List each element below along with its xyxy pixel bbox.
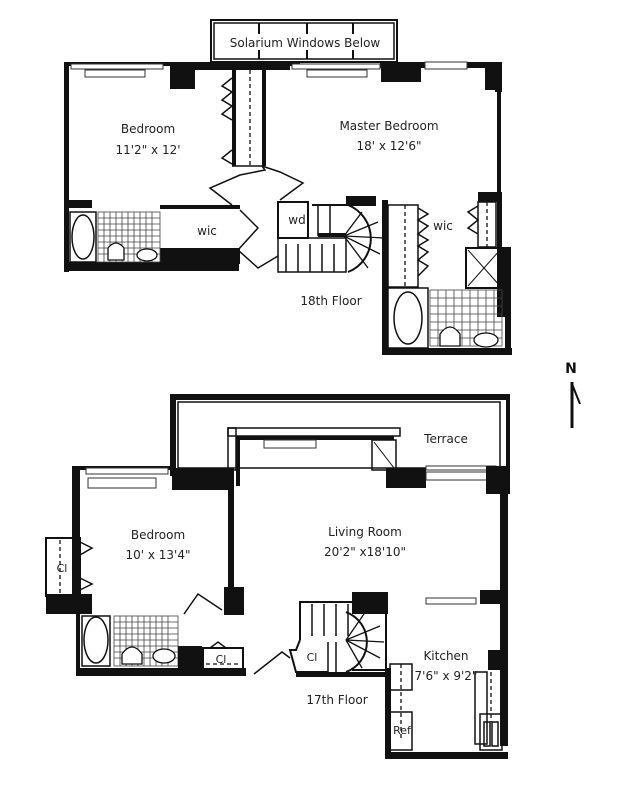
- wd-label: wd: [288, 213, 305, 227]
- stair-17: Cl: [288, 592, 388, 677]
- closet-stair-label: Cl: [307, 651, 318, 664]
- wic-left-label: wic: [197, 224, 217, 238]
- master-bedroom-size: 18' x 12'6": [356, 139, 421, 153]
- solarium-label: Solarium Windows Below: [230, 36, 381, 50]
- floor-18: Solarium Windows Below: [64, 19, 512, 355]
- living-room-size: 20'2" x18'10": [324, 545, 406, 559]
- floor-17: Terrace Cl: [45, 394, 510, 759]
- ref-label: Ref: [393, 724, 412, 737]
- wic-right-label: wic: [433, 219, 453, 233]
- bedroom-17-name: Bedroom: [131, 528, 185, 542]
- stair-18: [277, 196, 385, 273]
- bedroom-17-size: 10' x 13'4": [125, 548, 190, 562]
- floor-18-label: 18th Floor: [300, 294, 361, 308]
- north-label: N: [565, 361, 577, 377]
- terrace: Terrace: [170, 394, 510, 486]
- bedroom-18-size: 11'2" x 12': [115, 143, 180, 157]
- solarium-windows: Solarium Windows Below: [210, 19, 398, 63]
- kitchen-size: 7'6" x 9'2": [415, 669, 478, 683]
- kitchen-name: Kitchen: [423, 649, 468, 663]
- closet-left-label: Cl: [57, 562, 68, 575]
- bedroom-18-name: Bedroom: [121, 122, 175, 136]
- floor-17-label: 17th Floor: [306, 693, 367, 707]
- master-bedroom-name: Master Bedroom: [339, 119, 438, 133]
- living-room-name: Living Room: [328, 525, 402, 539]
- kitchen: Ref: [385, 663, 508, 759]
- terrace-label: Terrace: [423, 432, 468, 446]
- closet-hall-label: Cl: [216, 653, 227, 666]
- north-arrow: N: [565, 361, 581, 428]
